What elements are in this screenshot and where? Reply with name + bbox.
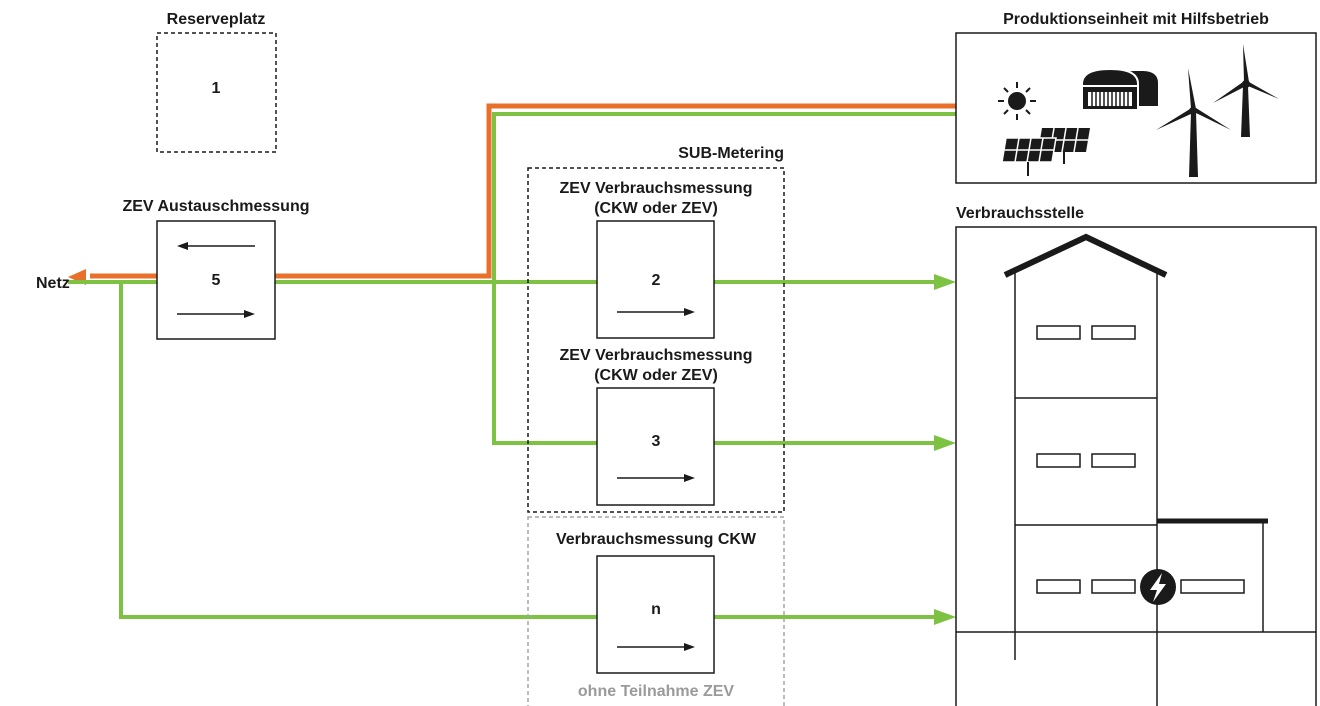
green-arrow-metern xyxy=(934,609,956,625)
meter-3-number: 3 xyxy=(652,433,661,450)
orange-export-line xyxy=(90,103,956,279)
meter-3-title-line2: (CKW oder ZEV) xyxy=(594,367,718,384)
meter-2-box xyxy=(596,220,715,339)
meter-5-number: 5 xyxy=(212,272,221,289)
meter-n-box xyxy=(596,555,715,674)
green-production-line xyxy=(492,112,956,282)
green-arrow-meter3 xyxy=(934,435,956,451)
grid-label: Netz xyxy=(36,275,70,292)
consumer-box xyxy=(955,226,1317,706)
arrow-right-icon xyxy=(617,643,695,651)
metern-group-box xyxy=(527,516,785,706)
reserve-box xyxy=(156,32,277,153)
meter-3-box xyxy=(596,387,715,506)
sun-icon xyxy=(998,82,1036,120)
solar-panel-icon xyxy=(1001,127,1090,176)
building-icon xyxy=(956,233,1316,706)
meter-3-title-line1: ZEV Verbrauchsmessung xyxy=(560,347,753,364)
green-branch-meter3 xyxy=(492,282,940,445)
production-title: Produktionseinheit mit Hilfsbetrieb xyxy=(1003,11,1269,28)
lightning-icon xyxy=(1140,569,1176,605)
meter-2-title-line2: (CKW oder ZEV) xyxy=(594,200,718,217)
arrow-right-icon xyxy=(617,308,695,316)
exchange-title: ZEV Austauschmessung xyxy=(122,198,309,215)
arrow-left-icon xyxy=(177,242,255,250)
meter-n-footer: ohne Teilnahme ZEV xyxy=(578,683,735,700)
meter-n-number: n xyxy=(651,601,661,618)
arrow-right-icon xyxy=(177,310,255,318)
consumer-title: Verbrauchsstelle xyxy=(956,205,1084,222)
meter-5-box xyxy=(156,220,276,340)
submetering-box xyxy=(527,167,785,513)
wind-turbine-icon xyxy=(1213,44,1279,137)
arrow-right-icon xyxy=(617,474,695,482)
wind-turbine-icon xyxy=(1156,68,1231,177)
meter-n-title: Verbrauchsmessung CKW xyxy=(556,531,757,548)
green-arrow-meter2 xyxy=(934,274,956,290)
submetering-title: SUB-Metering xyxy=(678,145,784,162)
meter-2-title-line1: ZEV Verbrauchsmessung xyxy=(560,180,753,197)
biogas-plant-icon xyxy=(1081,67,1158,111)
meter-2-number: 2 xyxy=(652,272,661,289)
reserve-title: Reserveplatz xyxy=(167,11,266,28)
reserve-number: 1 xyxy=(212,80,221,97)
